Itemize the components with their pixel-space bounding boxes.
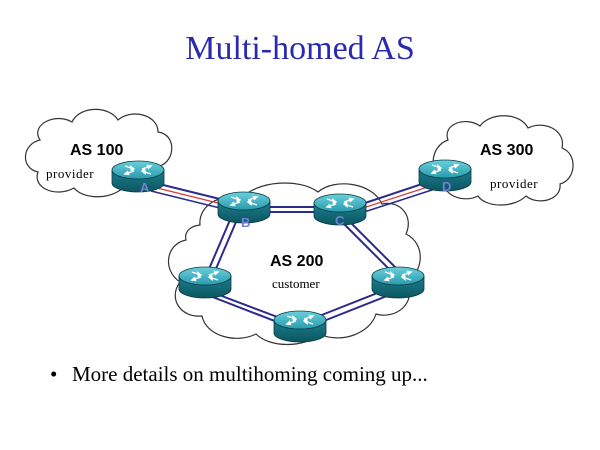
- as100-name: AS 100: [70, 142, 123, 159]
- bullet-marker: •: [50, 362, 58, 386]
- as300-role: provider: [490, 176, 538, 191]
- router-left: [178, 266, 232, 299]
- router-bottom: [273, 310, 327, 343]
- router-c-label: C: [335, 213, 345, 228]
- as100-role: provider: [46, 166, 94, 181]
- as300-name: AS 300: [480, 142, 533, 159]
- router-a: [111, 160, 165, 193]
- as200-role: customer: [272, 276, 320, 291]
- slide-title: Multi-homed AS: [185, 30, 415, 67]
- router-right: [371, 266, 425, 299]
- bullet-point: • More details on multihoming coming up..…: [50, 362, 428, 387]
- router-a-label: A: [140, 180, 150, 195]
- router-b-label: B: [241, 215, 250, 230]
- as200-name: AS 200: [270, 253, 323, 270]
- router-d-label: D: [442, 179, 451, 194]
- bullet-text: More details on multihoming coming up...: [72, 362, 428, 386]
